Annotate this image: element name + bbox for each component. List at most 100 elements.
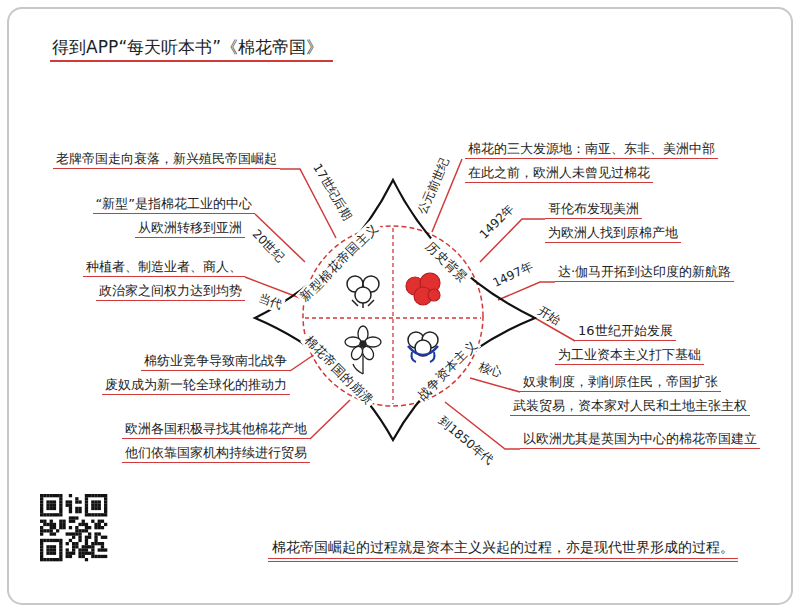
qr-code-part [94, 507, 97, 510]
cotton-icon-white-part [352, 300, 374, 306]
qr-code-part [78, 523, 81, 526]
qr-code-part [59, 555, 62, 558]
qr-code-part [66, 500, 69, 503]
qr-code-part [59, 507, 62, 510]
qr-code-part [40, 513, 43, 516]
qr-code-part [50, 558, 53, 561]
qr-code-part [46, 494, 49, 497]
qr-code-part [72, 552, 75, 555]
qr-code-part [50, 500, 53, 503]
qr-code-part [91, 504, 94, 507]
qr-code-part [72, 545, 75, 548]
qr-code-part [46, 513, 49, 516]
time-label: 20世纪 [247, 225, 288, 266]
qr-code-part [78, 507, 81, 510]
qr-code-part [43, 513, 46, 516]
qr-code-part [53, 552, 56, 555]
qr-code-part [101, 513, 104, 516]
qr-code-part [69, 526, 72, 529]
qr-code-part [104, 497, 107, 500]
qr-code-part [98, 500, 101, 503]
qr-code-part [46, 552, 49, 555]
qr-code-part [40, 532, 43, 535]
qr-code-part [85, 548, 88, 551]
cotton-icon-white [347, 276, 379, 308]
qr-code-part [75, 510, 78, 513]
qr-code-part [98, 542, 101, 545]
qr-code-part [98, 513, 101, 516]
qr-code-part [40, 558, 43, 561]
qr-code-part [69, 520, 72, 523]
qr-code-part [72, 520, 75, 523]
cotton-flower-icon [345, 326, 381, 374]
qr-code-part [59, 510, 62, 513]
center-circle-part [392, 228, 393, 404]
branch-text: 老牌帝国走向衰落，新兴殖民帝国崛起 [53, 150, 280, 169]
qr-code-part [40, 520, 43, 523]
qr-code-part [66, 532, 69, 535]
qr-code-part [62, 520, 65, 523]
leader-lines-part [470, 378, 520, 392]
branch-text: 棉纺业竞争导致南北战争 [141, 352, 290, 371]
qr-code-part [59, 552, 62, 555]
qr-code-part [88, 545, 91, 548]
qr-code-part [40, 494, 43, 497]
branch-text: 为工业资本主义打下基础 [555, 346, 704, 365]
qr-code-part [104, 504, 107, 507]
qr-code-part [69, 500, 72, 503]
qr-code-part [40, 500, 43, 503]
qr-code-part [101, 520, 104, 523]
qr-code-part [46, 507, 49, 510]
qr-code-part [59, 539, 62, 542]
qr-code-part [69, 507, 72, 510]
qr-code-part [85, 542, 88, 545]
qr-code-part [50, 539, 53, 542]
qr-code-part [59, 504, 62, 507]
qr-code-part [82, 555, 85, 558]
qr-code-part [50, 532, 53, 535]
qr-code-part [101, 542, 104, 545]
qr-code-part [46, 545, 49, 548]
qr-code-part [91, 545, 94, 548]
qr-code-part [50, 504, 53, 507]
qr-code-part [101, 555, 104, 558]
qr-code-part [40, 497, 43, 500]
branch-text: 16世纪开始发展 [575, 322, 676, 341]
qr-code-part [104, 523, 107, 526]
qr-code-part [85, 536, 88, 539]
qr-code-part [50, 523, 53, 526]
qr-code-part [50, 494, 53, 497]
qr-code-part [91, 494, 94, 497]
qr-code-part [85, 507, 88, 510]
qr-code-part [104, 536, 107, 539]
qr-code-part [72, 516, 75, 519]
qr-code-part [85, 529, 88, 532]
qr-code-part [85, 539, 88, 542]
qr-code-part [46, 504, 49, 507]
qr-code [40, 494, 107, 561]
qr-code-part [72, 536, 75, 539]
cotton-flower-icon-part [365, 337, 381, 347]
qr-code-part [91, 555, 94, 558]
qr-code-part [101, 494, 104, 497]
qr-code-part [59, 497, 62, 500]
qr-code-part [59, 523, 62, 526]
qr-code-part [98, 532, 101, 535]
qr-code-part [46, 500, 49, 503]
qr-code-part [69, 539, 72, 542]
qr-code-part [78, 548, 81, 551]
qr-code-part [91, 548, 94, 551]
qr-code-part [94, 500, 97, 503]
cotton-icon-white-part [355, 287, 371, 303]
qr-code-part [50, 548, 53, 551]
qr-code-part [75, 516, 78, 519]
qr-code-part [40, 510, 43, 513]
qr-code-part [75, 529, 78, 532]
qr-code-part [75, 532, 78, 535]
qr-code-part [98, 526, 101, 529]
qr-code-part [91, 542, 94, 545]
branch-text: 从欧洲转移到亚洲 [135, 219, 245, 238]
qr-code-part [50, 545, 53, 548]
